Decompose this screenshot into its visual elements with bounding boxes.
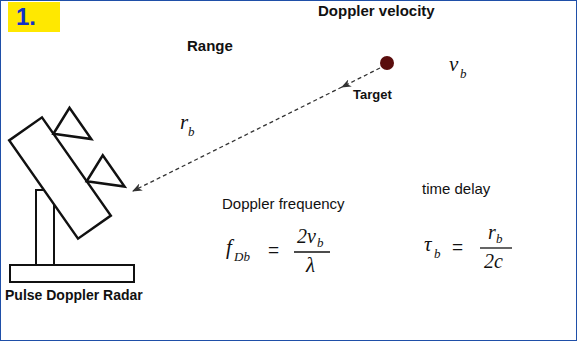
subscript: Db [234, 250, 250, 263]
radar-base [10, 265, 134, 282]
symbol: f [226, 237, 232, 258]
subscript: b [460, 67, 467, 80]
fraction-bar [294, 251, 330, 252]
device-label: Pulse Doppler Radar [5, 288, 143, 302]
symbol: 2v [297, 226, 316, 246]
formula-caption: Doppler frequency [222, 196, 345, 211]
symbol: λ [306, 255, 315, 276]
axis-label: Range [187, 38, 233, 53]
symbol: 2c [484, 251, 503, 271]
callout-number: 1. [16, 5, 60, 29]
subscript: b [317, 236, 324, 249]
range-line [342, 68, 380, 87]
symbol: r [488, 222, 496, 242]
formula-caption: time delay [422, 181, 490, 196]
target-label: Target [353, 88, 392, 101]
fraction-bar [480, 247, 512, 248]
symbol: r [180, 112, 188, 133]
subscript: b [188, 125, 195, 138]
range-line [133, 87, 342, 191]
symbol: τ [424, 234, 432, 255]
equals-sign: = [268, 240, 279, 259]
radar-antenna [9, 101, 134, 238]
subscript: b [496, 232, 503, 245]
callout-number-box: 1. [8, 2, 60, 32]
target-dot [380, 56, 394, 70]
equals-sign: = [452, 237, 463, 256]
symbol: v [449, 54, 458, 75]
subscript: b [434, 247, 441, 260]
title-label: Doppler velocity [318, 3, 435, 18]
